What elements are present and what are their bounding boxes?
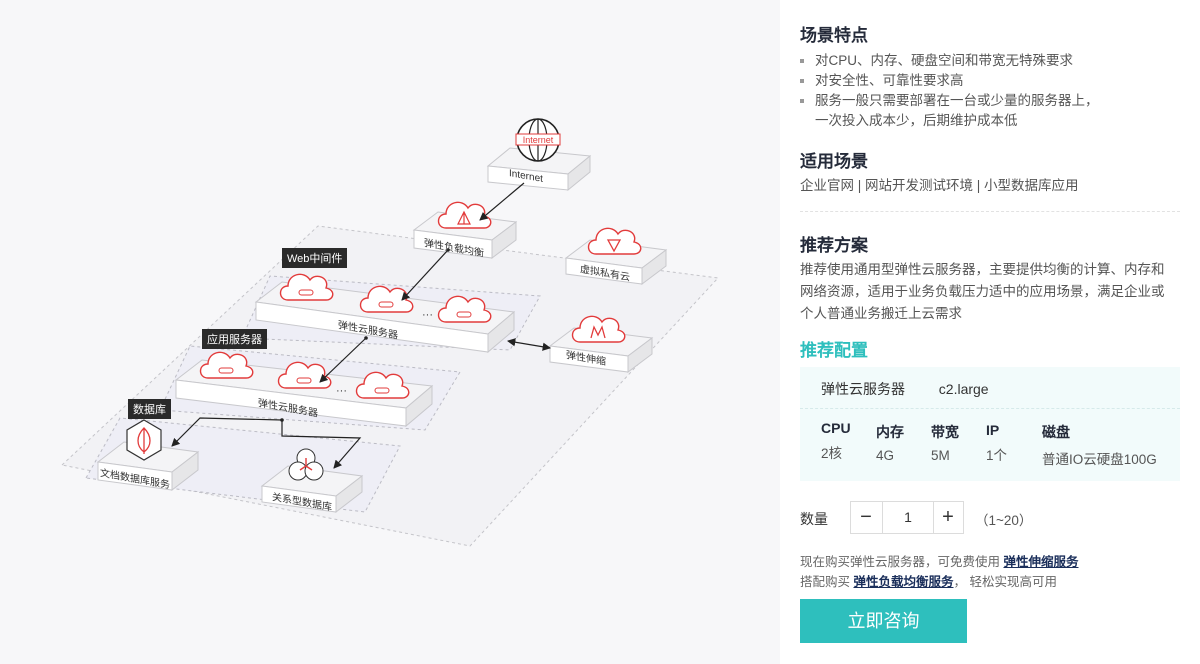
- document-db-icon: [126, 419, 162, 461]
- web-ellipsis: ···: [422, 309, 433, 321]
- globe-label: Internet: [523, 135, 554, 145]
- spec-bandwidth: 带宽 5M: [931, 422, 959, 463]
- as-block: [548, 315, 654, 373]
- config-product: 弹性云服务器: [821, 381, 905, 397]
- web-tier-tag: Web中间件: [282, 248, 348, 268]
- spec-value: 普通IO云硬盘100G: [1042, 452, 1157, 467]
- promo-note-1: 现在购买弹性云服务器，可免费使用 弹性伸缩服务: [800, 551, 1079, 570]
- spec-label: 内存: [876, 424, 904, 440]
- decrement-button[interactable]: −: [860, 506, 872, 528]
- consult-now-button[interactable]: 立即咨询: [800, 599, 967, 643]
- feature-item: 服务一般只需要部署在一台或少量的服务器上， 一次投入成本少，后期维护成本低: [800, 91, 1099, 131]
- server-icon: [359, 285, 414, 313]
- load-balancer-icon: [437, 201, 492, 229]
- feature-line: 一次投入成本少，后期维护成本低: [815, 113, 1018, 128]
- spec-disk: 磁盘 普通IO云硬盘100G: [1042, 422, 1157, 468]
- solution-line: 推荐使用通用型弹性云服务器，主要提供均衡的计算、内存和: [800, 262, 1165, 277]
- server-icon: [277, 361, 332, 389]
- connector-elb-web: [401, 249, 449, 301]
- feature-item: 对安全性、可靠性要求高: [800, 71, 964, 91]
- config-flavor: c2.large: [938, 381, 989, 397]
- spec-label: CPU: [821, 420, 851, 436]
- solution-title: 推荐方案: [800, 236, 868, 255]
- scenarios-title: 适用场景: [800, 152, 868, 171]
- spec-memory: 内存 4G: [876, 422, 904, 463]
- doc-db-block: [96, 419, 200, 492]
- server-icon: [437, 295, 492, 323]
- server-icon: [355, 371, 410, 399]
- auto-scaling-icon: [571, 315, 626, 343]
- spec-value: 2核: [821, 446, 843, 461]
- connector-internet-elb: [479, 182, 525, 221]
- config-box: 弹性云服务器 c2.large CPU 2核 内存 4G 带宽 5M IP 1个: [800, 367, 1180, 481]
- quantity-range: （1~20）: [975, 513, 1033, 528]
- vpc-block: [564, 227, 668, 285]
- quantity-label: 数量: [800, 511, 828, 527]
- relational-db-icon: [288, 448, 324, 481]
- feature-line: 对CPU、内存、硬盘空间和带宽无特殊要求: [815, 53, 1074, 68]
- info-panel: 场景特点 对CPU、内存、硬盘空间和带宽无特殊要求 对安全性、可靠性要求高 服务…: [800, 0, 1185, 664]
- connector-web-app: [319, 337, 367, 383]
- db-tier-tag: 数据库: [128, 399, 171, 419]
- spec-value: 1个: [986, 448, 1008, 463]
- spec-cpu: CPU 2核: [821, 420, 851, 462]
- config-product-row: 弹性云服务器 c2.large: [821, 379, 989, 399]
- diagram-canvas: Internet: [60, 118, 720, 547]
- spec-label: IP: [986, 422, 1000, 438]
- promo-note-2: 搭配购买 弹性负载均衡服务， 轻松实现高可用: [800, 571, 1057, 590]
- promo-text: 搭配购买: [800, 575, 854, 589]
- increment-button[interactable]: +: [942, 506, 954, 528]
- spec-label: 带宽: [931, 424, 959, 440]
- quantity-input[interactable]: 1: [882, 502, 934, 533]
- spec-ip: IP 1个: [986, 422, 1007, 464]
- connector-dot: [446, 248, 450, 252]
- internet-block: Internet: [486, 118, 592, 192]
- server-icon: [279, 273, 334, 301]
- elb-link[interactable]: 弹性负载均衡服务: [853, 575, 954, 589]
- scenarios-text: 企业官网 | 网站开发测试环境 | 小型数据库应用: [800, 178, 1079, 193]
- connector-web-as: [506, 338, 552, 351]
- server-icon: [199, 351, 254, 379]
- feature-line: 服务一般只需要部署在一台或少量的服务器上，: [815, 93, 1099, 108]
- solution-line: 网络资源，适用于业务负载压力适中的应用场景，满足企业或: [800, 284, 1165, 299]
- connector-app-docdb: [171, 417, 283, 447]
- feature-item: 对CPU、内存、硬盘空间和带宽无特殊要求: [800, 51, 1073, 71]
- config-title: 推荐配置: [800, 341, 868, 360]
- connector-dot: [280, 418, 284, 422]
- web-ecs-block: ···: [254, 273, 516, 354]
- feature-line: 对安全性、可靠性要求高: [815, 73, 964, 88]
- architecture-diagram: Internet: [60, 118, 720, 547]
- spec-value: 5M: [931, 448, 950, 463]
- promo-text: ， 轻松实现高可用: [953, 575, 1057, 589]
- config-divider: [800, 408, 1180, 409]
- quantity-stepper: − 1 +: [850, 501, 964, 534]
- connector-dot: [364, 336, 368, 340]
- vpc-icon: [587, 227, 642, 255]
- app-ellipsis: ···: [336, 385, 347, 397]
- globe-icon: Internet: [515, 118, 561, 162]
- connector-app-reldb: [281, 420, 362, 469]
- elb-block: [412, 201, 518, 259]
- features-title: 场景特点: [800, 26, 868, 45]
- app-ecs-block: ···: [174, 351, 434, 428]
- section-divider: [800, 211, 1180, 212]
- promo-text: 现在购买弹性云服务器，可免费使用: [800, 555, 1004, 569]
- app-tier-tag: 应用服务器: [202, 329, 267, 349]
- spec-value: 4G: [876, 448, 895, 463]
- rel-db-block: [260, 448, 364, 514]
- spec-label: 磁盘: [1042, 424, 1070, 440]
- auto-scaling-link[interactable]: 弹性伸缩服务: [1003, 555, 1079, 569]
- solution-line: 个人普通业务搬迁上云需求: [800, 306, 962, 321]
